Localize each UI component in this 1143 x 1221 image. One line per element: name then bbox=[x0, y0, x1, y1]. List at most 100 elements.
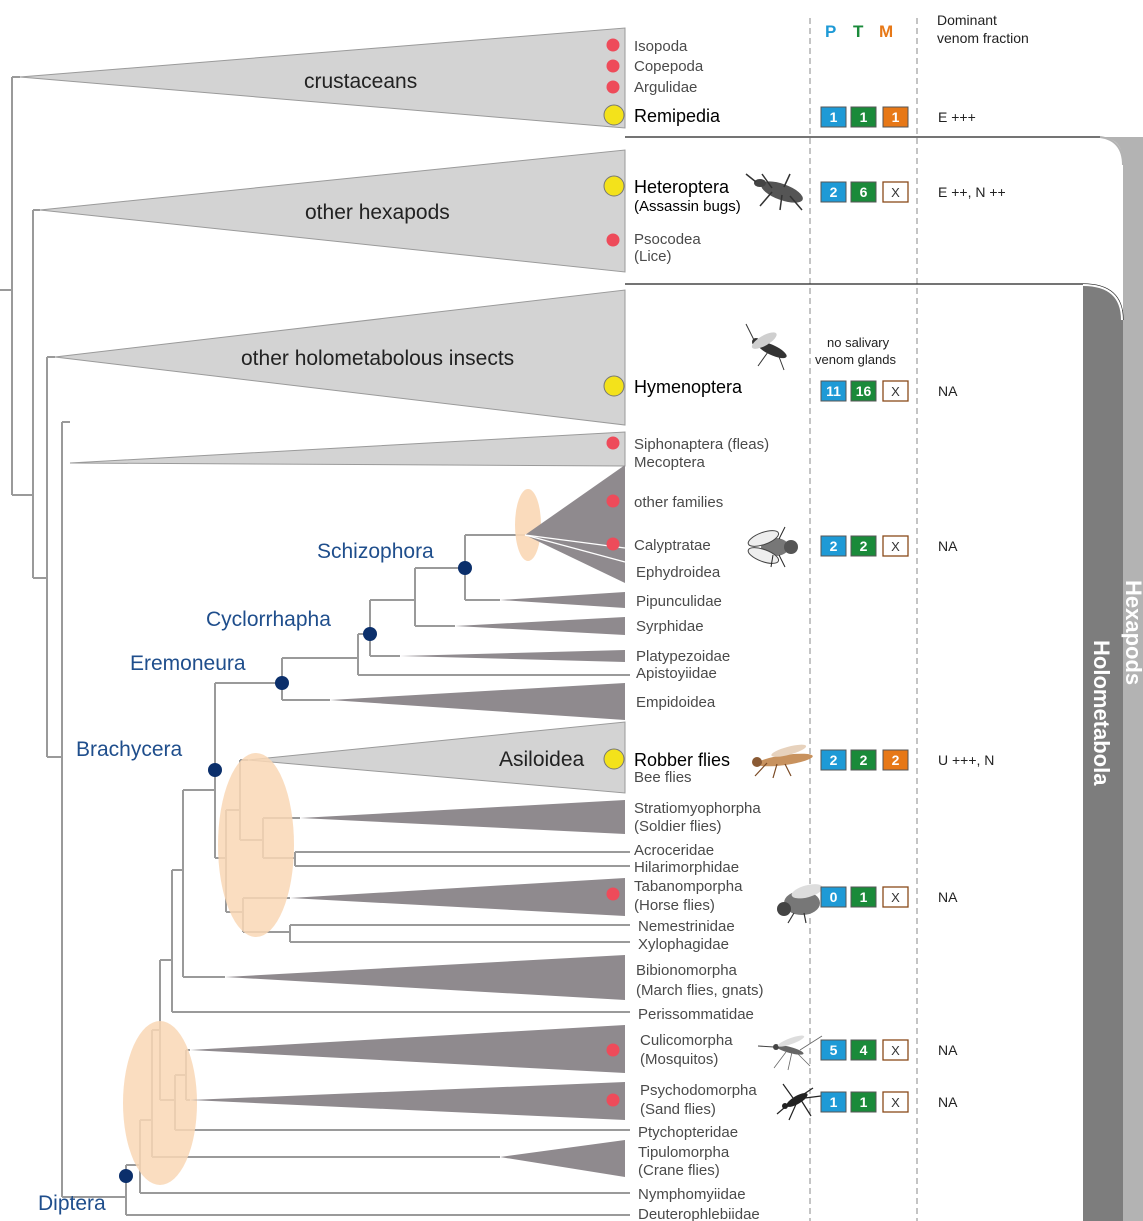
other-hexapods-label: other hexapods bbox=[305, 201, 450, 224]
copepoda-label: Copepoda bbox=[634, 58, 704, 75]
ptm-box-t bbox=[850, 1039, 877, 1061]
ptm-value-t: 2 bbox=[860, 752, 868, 768]
crane-flies-label: (Crane flies) bbox=[638, 1162, 720, 1179]
ephydroidea-label: Ephydroidea bbox=[636, 564, 721, 581]
nymphomyiidae-label: Nymphomyiidae bbox=[638, 1186, 746, 1203]
housefly-icon bbox=[747, 526, 798, 568]
ptm-value-p: 1 bbox=[830, 1094, 838, 1110]
dominant-venom-value: NA bbox=[938, 383, 958, 399]
tabanomorpha-triangle bbox=[290, 878, 625, 916]
ptm-box-m bbox=[882, 886, 909, 908]
bee-flies-label: Bee flies bbox=[634, 769, 692, 786]
ptm-value-p: 1 bbox=[830, 109, 838, 125]
ptm-value-m: X bbox=[891, 1043, 900, 1058]
psychodomorpha-triangle bbox=[190, 1082, 625, 1120]
calyptratae-red-dot bbox=[606, 537, 620, 551]
hexapods-bar-label: Hexapods bbox=[1121, 580, 1143, 685]
crustaceans-label: crustaceans bbox=[304, 70, 417, 93]
ptychopteridae-label: Ptychopteridae bbox=[638, 1124, 738, 1141]
diptera-node bbox=[119, 1169, 133, 1183]
ptm-value-t: 1 bbox=[860, 1094, 868, 1110]
ptm-box-p bbox=[820, 535, 847, 557]
platypezoidae-triangle bbox=[400, 650, 625, 662]
ptm-box-t bbox=[850, 181, 877, 203]
schizophora-label: Schizophora bbox=[317, 540, 434, 563]
pipunculidae-triangle bbox=[500, 592, 625, 608]
heteroptera-label: Heteroptera bbox=[634, 177, 730, 197]
tree-branches bbox=[0, 76, 630, 1216]
other-families-triangle bbox=[525, 465, 625, 535]
tabanomorpha-red-dot bbox=[606, 887, 620, 901]
ptm-box-p bbox=[820, 380, 847, 402]
syrphidae-label: Syrphidae bbox=[636, 618, 704, 635]
ptm-box-m bbox=[882, 181, 909, 203]
psocodea-label: Psocodea bbox=[634, 231, 701, 248]
ptm-value-p: 2 bbox=[830, 538, 838, 554]
ptm-value-p: 2 bbox=[830, 752, 838, 768]
heteroptera-common-label: (Assassin bugs) bbox=[634, 198, 741, 215]
mecoptera-label: Mecoptera bbox=[634, 454, 706, 471]
ptm-value-m: X bbox=[891, 539, 900, 554]
syrphidae-triangle bbox=[455, 617, 625, 635]
siphonaptera-red-dot bbox=[606, 436, 620, 450]
ptm-box-t bbox=[850, 749, 877, 771]
empidoidea-triangle bbox=[330, 683, 625, 720]
cyclorrhapha-label: Cyclorrhapha bbox=[206, 608, 331, 631]
ptm-value-m: X bbox=[891, 384, 900, 399]
psocodea-common-label: (Lice) bbox=[634, 248, 672, 265]
header-m: M bbox=[879, 22, 893, 41]
holometabola-bar-label: Holometabola bbox=[1089, 640, 1114, 786]
robber-flies-yellow-dot bbox=[603, 748, 625, 770]
eremoneura-label: Eremoneura bbox=[130, 652, 246, 675]
robber-fly-icon bbox=[752, 744, 813, 779]
brachycera-highlight bbox=[218, 753, 294, 937]
ptm-box-m bbox=[882, 1039, 909, 1061]
crustaceans-triangle bbox=[19, 27, 626, 129]
ptm-value-p: 0 bbox=[830, 889, 838, 905]
ptm-box-p bbox=[820, 106, 847, 128]
ptm-value-p: 11 bbox=[826, 383, 841, 399]
brachycera-node bbox=[208, 763, 222, 777]
cyclorrhapha-node bbox=[363, 627, 377, 641]
psocodea-red-dot bbox=[606, 233, 620, 247]
no-glands-note-line2: venom glands bbox=[815, 352, 896, 367]
no-glands-note-line1: no salivary bbox=[827, 335, 890, 350]
argulidae-label: Argulidae bbox=[634, 79, 697, 96]
header-t: T bbox=[853, 22, 864, 41]
ptm-box-m bbox=[882, 106, 909, 128]
dominant-venom-header-line1: Dominant bbox=[937, 12, 997, 28]
ptm-box-t bbox=[850, 886, 877, 908]
ptm-box-p bbox=[820, 1091, 847, 1113]
ptm-value-t: 4 bbox=[860, 1042, 868, 1058]
other-families-label: other families bbox=[634, 494, 723, 511]
isopoda-label: Isopoda bbox=[634, 38, 688, 55]
hilarimorphidae-label: Hilarimorphidae bbox=[634, 859, 739, 876]
brachycera-label: Brachycera bbox=[76, 738, 183, 761]
tabanomorpha-label: Tabanomporpha bbox=[634, 878, 743, 895]
ptm-value-m: X bbox=[891, 185, 900, 200]
acroceridae-label: Acroceridae bbox=[634, 842, 714, 859]
perissommatidae-label: Perissommatidae bbox=[638, 1006, 754, 1023]
nemestrinidae-label: Nemestrinidae bbox=[638, 918, 735, 935]
isopoda-red-dot bbox=[606, 38, 620, 52]
march-flies-label: (March flies, gnats) bbox=[636, 982, 764, 999]
robber-flies-label: Robber flies bbox=[634, 750, 730, 770]
ptm-value-p: 2 bbox=[830, 184, 838, 200]
apistoyiidae-label: Apistoyiidae bbox=[636, 665, 717, 682]
other-holometabolous-triangle bbox=[54, 289, 626, 426]
psychodomorpha-label: Psychodomorpha bbox=[640, 1082, 757, 1099]
dominant-venom-value: NA bbox=[938, 889, 958, 905]
ptm-box-t bbox=[850, 106, 877, 128]
ptm-value-t: 6 bbox=[860, 184, 868, 200]
tipulomorpha-triangle bbox=[500, 1140, 625, 1177]
remipedia-yellow-dot bbox=[603, 104, 625, 126]
siphonaptera-mecoptera-triangle bbox=[69, 431, 626, 467]
ptm-value-m: X bbox=[891, 1095, 900, 1110]
ptm-value-p: 5 bbox=[830, 1042, 838, 1058]
other-families-red-dot bbox=[606, 494, 620, 508]
tipulomorpha-label: Tipulomorpha bbox=[638, 1144, 730, 1161]
hymenoptera-yellow-dot bbox=[603, 375, 625, 397]
horse-fly-icon bbox=[777, 884, 823, 924]
dominant-venom-value: U +++, N bbox=[938, 752, 994, 768]
